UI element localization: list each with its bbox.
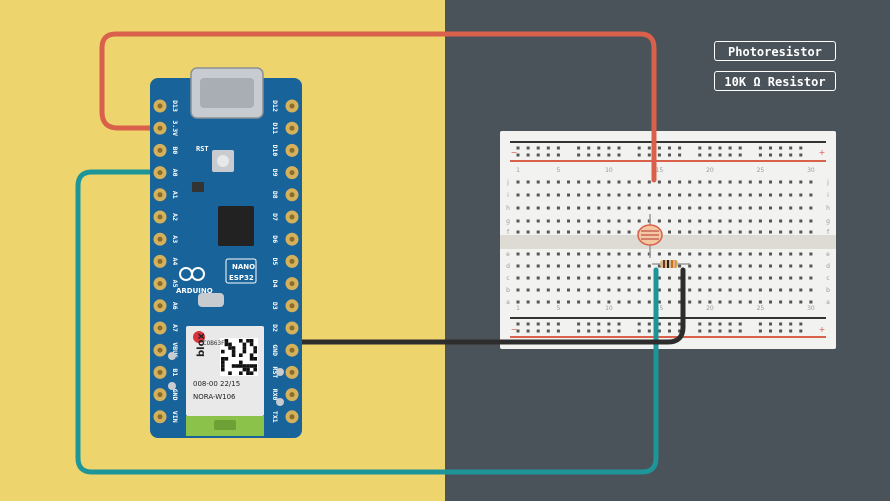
model-esp32: ESP32	[229, 274, 254, 282]
pin-label-left: VIN	[171, 411, 179, 423]
pin-label-right: D4	[271, 280, 279, 288]
black-wire	[289, 267, 686, 345]
module-name: NORA-W106	[193, 393, 236, 401]
module-code2: 008-00 22/15	[193, 380, 240, 388]
pin-label-left: A4	[171, 257, 179, 265]
column-label: 25	[757, 305, 765, 312]
row-label: c	[506, 275, 509, 282]
row-label: a	[506, 299, 510, 306]
rail-marker: +	[819, 325, 826, 334]
column-label: 25	[757, 167, 765, 174]
module-brand: blox	[196, 333, 207, 357]
teal-wire	[75, 169, 659, 475]
row-label: d	[506, 263, 510, 270]
resistor-legend: 10K Ω Resistor	[714, 71, 836, 91]
row-label: j	[506, 179, 509, 186]
row-label: e	[506, 251, 510, 258]
column-label: 30	[807, 167, 815, 174]
pin-label-right: D9	[271, 169, 279, 177]
pin-label-right: RX0	[271, 389, 279, 401]
photoresistor-legend: Photoresistor	[714, 41, 836, 61]
pin-label-right: D2	[271, 324, 279, 332]
column-label: 20	[706, 167, 714, 174]
pin-label-right: D7	[271, 213, 279, 221]
module-code1: COB63F	[203, 340, 225, 347]
pin-label-right: D12	[271, 100, 279, 112]
model-nano: NANO	[232, 263, 255, 271]
pin-label-right: TX1	[271, 411, 279, 423]
pin-label-right: D5	[271, 257, 279, 265]
pin-label-left: A7	[171, 324, 179, 332]
pin-label-right: D8	[271, 191, 279, 199]
pin-label-left: A6	[171, 302, 179, 310]
pin-label-right: D10	[271, 145, 279, 157]
pin-label-left: D13	[171, 100, 179, 112]
column-label: 30	[807, 305, 815, 312]
pin-label-right: RST	[271, 367, 279, 379]
row-label: c	[826, 275, 829, 282]
row-label: h	[506, 205, 510, 212]
red-wire	[99, 31, 657, 183]
column-label: 5	[556, 305, 560, 312]
row-label: g	[826, 218, 830, 225]
column-label: 1	[516, 167, 520, 174]
pin-label-left: A0	[171, 169, 179, 177]
pin-label-left: VBUS	[171, 342, 179, 358]
rst-label: RST	[196, 145, 209, 153]
row-label: g	[506, 218, 510, 225]
pin-label-left: B0	[171, 146, 179, 154]
pin-label-left: B1	[171, 368, 179, 376]
arduino-logo	[179, 267, 205, 281]
pin-label-left: A3	[171, 235, 179, 243]
rail-marker: −	[511, 148, 518, 157]
pin-label-right: GND	[271, 344, 279, 356]
column-label: 10	[605, 167, 613, 174]
rail-marker: +	[819, 148, 826, 157]
row-label: f	[507, 229, 510, 236]
row-label: a	[826, 299, 830, 306]
pin-label-right: D3	[271, 302, 279, 310]
row-label: i	[827, 192, 829, 199]
pin-label-left: A5	[171, 280, 179, 288]
row-label: i	[507, 192, 509, 199]
rail-marker: −	[511, 325, 518, 334]
column-label: 15	[656, 305, 664, 312]
qr-code	[220, 338, 258, 376]
column-label: 1	[516, 305, 520, 312]
pin-label-left: A2	[171, 213, 179, 221]
pin-label-left: 3.3V	[171, 120, 179, 136]
column-label: 15	[656, 167, 664, 174]
arduino-brand: ARDUINO	[176, 287, 213, 295]
row-label: b	[826, 287, 830, 294]
row-label: d	[826, 263, 830, 270]
pin-label-left: GND	[171, 389, 179, 401]
row-label: b	[506, 287, 510, 294]
row-label: h	[826, 205, 830, 212]
resistor-component	[652, 260, 690, 268]
pin-label-right: D11	[271, 122, 279, 134]
column-label: 5	[556, 167, 560, 174]
pin-label-left: A1	[171, 191, 179, 199]
pin-label-right: D6	[271, 235, 279, 243]
row-label: e	[826, 251, 830, 258]
row-label: j	[826, 179, 829, 186]
photoresistor-component	[637, 214, 663, 258]
column-label: 20	[706, 305, 714, 312]
row-label: f	[827, 229, 830, 236]
column-label: 10	[605, 305, 613, 312]
